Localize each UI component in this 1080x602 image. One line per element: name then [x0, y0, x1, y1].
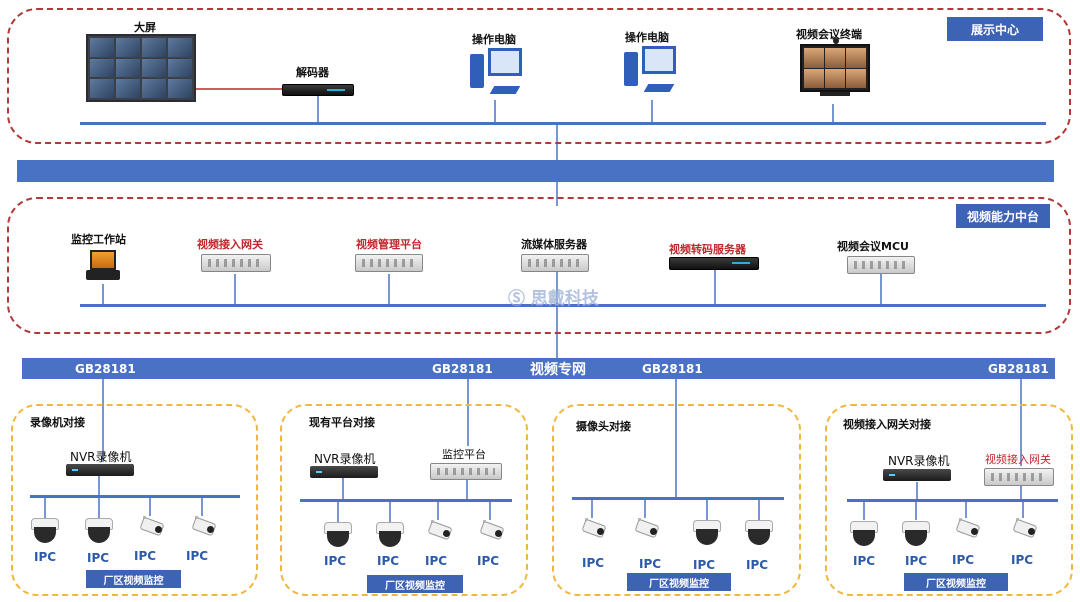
decoder-icon [282, 84, 354, 96]
mgmt-platform-label: 视频管理平台 [356, 238, 422, 251]
ipc-label: IPC [87, 551, 110, 565]
big-screen-icon [86, 34, 196, 102]
display-center-zone [7, 8, 1071, 144]
bullet-camera-icon [137, 516, 165, 542]
mcu-icon [847, 256, 915, 274]
dome-camera-icon [693, 520, 721, 546]
dome-camera-icon [745, 520, 773, 546]
transcode-server-label: 视频转码服务器 [669, 243, 746, 256]
gb28181-label-4: GB28181 [988, 362, 1049, 376]
watermark-logo-icon: Ⓢ [508, 289, 525, 309]
group-camera-title: 摄像头对接 [576, 420, 631, 433]
video-network-title: 视频专网 [530, 362, 586, 378]
capability-tag: 视频能力中台 [956, 204, 1050, 228]
group-camera-footer: 厂区视频监控 [627, 573, 731, 591]
group-nvr-title: 录像机对接 [30, 416, 85, 429]
ipc-label: IPC [425, 554, 448, 568]
dome-camera-icon [31, 518, 59, 544]
bullet-camera-icon [189, 516, 217, 542]
transcode-server-icon [669, 257, 759, 270]
dome-camera-icon [85, 518, 113, 544]
gb28181-label-3: GB28181 [642, 362, 703, 376]
group-gateway-zone [825, 404, 1073, 596]
video-network-bar [22, 358, 1055, 379]
nvr-recorder-icon [66, 464, 134, 476]
nvr-recorder-icon [310, 466, 378, 478]
ipc-label: IPC [582, 556, 605, 570]
group-gateway-footer: 厂区视频监控 [904, 573, 1008, 591]
bullet-camera-icon [632, 518, 660, 544]
group-platform-title: 现有平台对接 [309, 416, 375, 429]
dome-camera-icon [902, 521, 930, 547]
group-nvr-zone [11, 404, 258, 596]
ipc-label: IPC [186, 549, 209, 563]
op-pc-2-icon [624, 44, 680, 100]
group-gateway-title: 视频接入网关对接 [843, 418, 931, 431]
group-platform-nvr-label: NVR录像机 [314, 452, 376, 466]
mgmt-platform-icon [355, 254, 423, 272]
group-platform-bus [300, 499, 512, 502]
ipc-label: IPC [477, 554, 500, 568]
op-pc-1-label: 操作电脑 [472, 33, 516, 46]
core-switch-band [17, 160, 1054, 182]
access-gateway-label: 视频接入网关 [197, 238, 263, 251]
media-server-icon [521, 254, 589, 272]
ipc-label: IPC [377, 554, 400, 568]
capability-zone [7, 197, 1071, 334]
watermark: Ⓢ 思戴科技 [508, 289, 599, 309]
group-platform-footer: 厂区视频监控 [367, 575, 463, 593]
group-gateway-gateway-label: 视频接入网关 [985, 453, 1051, 466]
display-center-tag: 展示中心 [947, 17, 1043, 41]
ipc-label: IPC [1011, 553, 1034, 567]
bullet-camera-icon [425, 520, 453, 546]
media-server-label: 流媒体服务器 [521, 238, 587, 251]
access-gateway-icon [984, 468, 1054, 486]
ipc-label: IPC [134, 549, 157, 563]
group-nvr-nvr-label: NVR录像机 [70, 450, 132, 464]
mcu-label: 视频会议MCU [837, 240, 909, 253]
dome-camera-icon [324, 522, 352, 548]
capability-bus [80, 304, 1046, 307]
ipc-label: IPC [746, 558, 769, 572]
ipc-label: IPC [639, 557, 662, 571]
group-camera-bus [572, 497, 784, 500]
bullet-camera-icon [477, 520, 505, 546]
monitoring-platform-icon [430, 463, 502, 480]
gb28181-label-1: GB28181 [75, 362, 136, 376]
bullet-camera-icon [579, 518, 607, 544]
group-gateway-nvr-label: NVR录像机 [888, 454, 950, 468]
ipc-label: IPC [853, 554, 876, 568]
access-gateway-icon [201, 254, 271, 272]
dome-camera-icon [850, 521, 878, 547]
group-camera-zone [552, 404, 801, 596]
vc-terminal-label: 视频会议终端 [796, 28, 862, 41]
ipc-label: IPC [34, 550, 57, 564]
group-gateway-bus [847, 499, 1058, 502]
display-bus [80, 122, 1046, 125]
group-nvr-footer: 厂区视频监控 [86, 570, 181, 588]
workstation-icon [86, 250, 122, 284]
op-pc-1-icon [470, 46, 526, 102]
big-screen-label: 大屏 [134, 21, 156, 34]
ipc-label: IPC [952, 553, 975, 567]
ipc-label: IPC [905, 554, 928, 568]
nvr-recorder-icon [883, 469, 951, 481]
group-platform-zone [280, 404, 528, 596]
group-platform-platform-label: 监控平台 [442, 448, 486, 461]
op-pc-2-label: 操作电脑 [625, 31, 669, 44]
bullet-camera-icon [953, 518, 981, 544]
workstation-label: 监控工作站 [71, 233, 126, 246]
bullet-camera-icon [1010, 518, 1038, 544]
gb28181-label-2: GB28181 [432, 362, 493, 376]
vc-terminal-icon [800, 44, 870, 92]
decoder-label: 解码器 [296, 66, 329, 79]
ipc-label: IPC [693, 558, 716, 572]
group-nvr-bus [30, 495, 240, 498]
dome-camera-icon [376, 522, 404, 548]
camera-icon [833, 38, 839, 44]
ipc-label: IPC [324, 554, 347, 568]
